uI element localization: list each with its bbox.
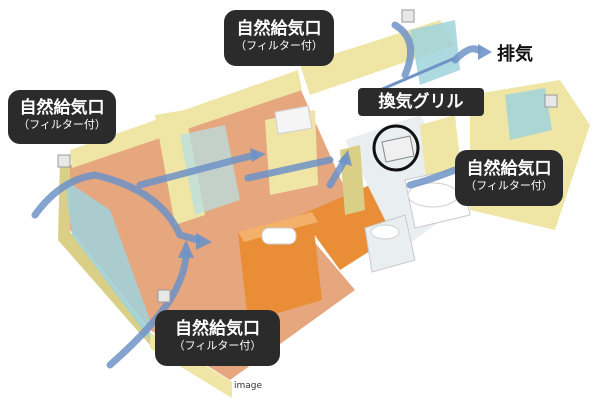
top-vent-label: 自然給気口 （フィルター付） bbox=[224, 10, 334, 66]
bottom-vent-label-main: 自然給気口 bbox=[175, 319, 260, 339]
vent-unit-left bbox=[57, 154, 71, 168]
airflow-to-grille bbox=[326, 156, 349, 189]
top-vent-label-sub: （フィルター付） bbox=[235, 39, 323, 52]
bottom-vent-label: 自然給気口 （フィルター付） bbox=[155, 310, 280, 366]
shelf-unit bbox=[274, 105, 313, 135]
arrowhead-bottom bbox=[178, 240, 194, 258]
left-vent-label: 自然給気口 （フィルター付） bbox=[8, 90, 116, 144]
airflow-top-entry bbox=[391, 21, 415, 79]
airflow-corridor-2 bbox=[244, 156, 334, 182]
left-vent-label-main: 自然給気口 bbox=[19, 98, 105, 118]
right-vent-label-sub: （フィルター付） bbox=[465, 179, 553, 192]
window-top-right bbox=[410, 20, 460, 85]
kitchen-island-counter bbox=[238, 212, 322, 322]
right-vent-label-main: 自然給気口 bbox=[466, 159, 552, 179]
window-left bbox=[65, 180, 150, 340]
airflow-left-entry bbox=[31, 171, 202, 244]
image-note: image bbox=[234, 381, 263, 391]
arrowhead-exhaust bbox=[478, 44, 492, 60]
vent-unit-bottom bbox=[157, 289, 171, 303]
grille-label-text: 換気グリル bbox=[378, 92, 464, 112]
kitchen-counter-top bbox=[238, 212, 318, 242]
bottom-vent-label-sub: （フィルター付） bbox=[173, 339, 262, 352]
washbasin bbox=[370, 224, 400, 240]
ventilation-grille bbox=[381, 135, 415, 163]
grille-highlight-circle bbox=[372, 124, 420, 172]
arrowhead-grille bbox=[338, 150, 352, 166]
right-vent-label: 自然給気口 （フィルター付） bbox=[455, 150, 563, 206]
left-vent-label-sub: （フィルター付） bbox=[18, 118, 106, 131]
airflow-corridor-1 bbox=[136, 151, 259, 189]
vent-unit-right bbox=[544, 94, 558, 108]
arrowhead-corridor bbox=[250, 148, 266, 162]
top-vent-label-main: 自然給気口 bbox=[236, 19, 322, 39]
airflow-exhaust bbox=[451, 45, 482, 64]
kitchen-sink bbox=[261, 227, 297, 245]
vent-unit-top bbox=[401, 9, 415, 23]
window-right bbox=[505, 88, 552, 140]
grille-label: 換気グリル bbox=[358, 88, 484, 116]
exhaust-label: 排気 bbox=[497, 44, 533, 65]
arrowhead-left bbox=[196, 233, 212, 250]
exhaust-duct bbox=[379, 56, 456, 92]
airflow-right-entry bbox=[406, 166, 459, 189]
